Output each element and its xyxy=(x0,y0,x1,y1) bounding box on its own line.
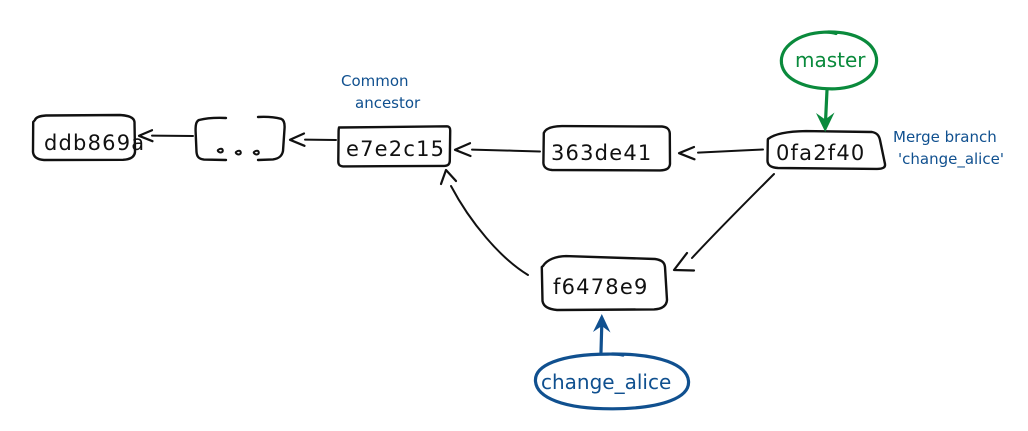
edge-0fa2f40-to-f6478e9 xyxy=(672,173,775,272)
right-bracket-icon xyxy=(256,115,286,162)
commit-label-f6478e9: f6478e9 xyxy=(553,275,649,299)
commit-label-0fa2f40: 0fa2f40 xyxy=(776,141,866,165)
edge-line xyxy=(697,148,764,154)
commit-box-outline xyxy=(31,113,137,162)
edge-0fa2f40-to-363de41 xyxy=(677,145,764,161)
arrow-head-icon xyxy=(137,129,154,143)
branch-name-master: master xyxy=(795,48,866,72)
annotation-line-2: 'change_alice' xyxy=(898,150,1004,169)
commit-node-0fa2f40[interactable]: 0fa2f40 xyxy=(766,129,887,171)
branch-name-change-alice: change_alice xyxy=(541,370,671,394)
commit-box-outline xyxy=(540,254,669,312)
edge-f6478e9-to-e7e2c15 xyxy=(439,168,529,276)
arrow-head-icon xyxy=(439,168,458,186)
commit-label-363de41: 363de41 xyxy=(551,141,652,165)
branch-label-master[interactable]: master xyxy=(779,30,879,132)
edge-line xyxy=(691,173,775,259)
branch-pointer-arrow-icon xyxy=(816,112,835,132)
commit-label-ddb869a: ddb869a xyxy=(44,131,145,155)
annotation-common-ancestor: Common ancestor xyxy=(341,72,421,112)
branch-pointer-line xyxy=(823,88,829,124)
commit-node-ddb869a[interactable]: ddb869a xyxy=(31,113,145,162)
commit-node-f6478e9[interactable]: f6478e9 xyxy=(540,254,669,312)
edge-line xyxy=(471,148,541,153)
edge-ellipsis-to-ddb869a xyxy=(137,129,194,143)
annotation-line-1: Merge branch xyxy=(893,128,997,146)
branch-pointer-arrow-icon xyxy=(593,314,611,333)
annotation-line-2: ancestor xyxy=(355,94,421,112)
annotation-merge-message: Merge branch 'change_alice' xyxy=(893,128,1004,169)
commit-node-ellipsis[interactable] xyxy=(194,115,286,162)
left-bracket-icon xyxy=(194,116,228,162)
branch-ellipse-outline xyxy=(533,352,691,411)
arrow-head-icon xyxy=(453,142,472,158)
edge-363de41-to-e7e2c15 xyxy=(453,142,541,158)
arrow-head-icon xyxy=(672,251,696,272)
commit-label-e7e2c15: e7e2c15 xyxy=(346,137,445,161)
commit-box-outline xyxy=(337,125,452,168)
commit-box-outline xyxy=(766,129,887,171)
branch-label-change-alice[interactable]: change_alice xyxy=(533,314,691,411)
branch-pointer-line xyxy=(599,322,604,354)
branch-ellipse-outline xyxy=(779,30,879,91)
commit-node-363de41[interactable]: 363de41 xyxy=(542,124,672,172)
arrow-head-icon xyxy=(288,132,306,147)
ellipsis-dots-icon xyxy=(216,147,260,156)
edge-e7e2c15-to-ellipsis xyxy=(288,132,337,147)
arrow-head-icon xyxy=(677,145,696,161)
edge-line xyxy=(450,185,529,276)
commit-node-e7e2c15[interactable]: e7e2c15 xyxy=(337,125,452,168)
annotation-line-1: Common xyxy=(341,72,409,90)
commit-box-outline xyxy=(542,124,672,172)
